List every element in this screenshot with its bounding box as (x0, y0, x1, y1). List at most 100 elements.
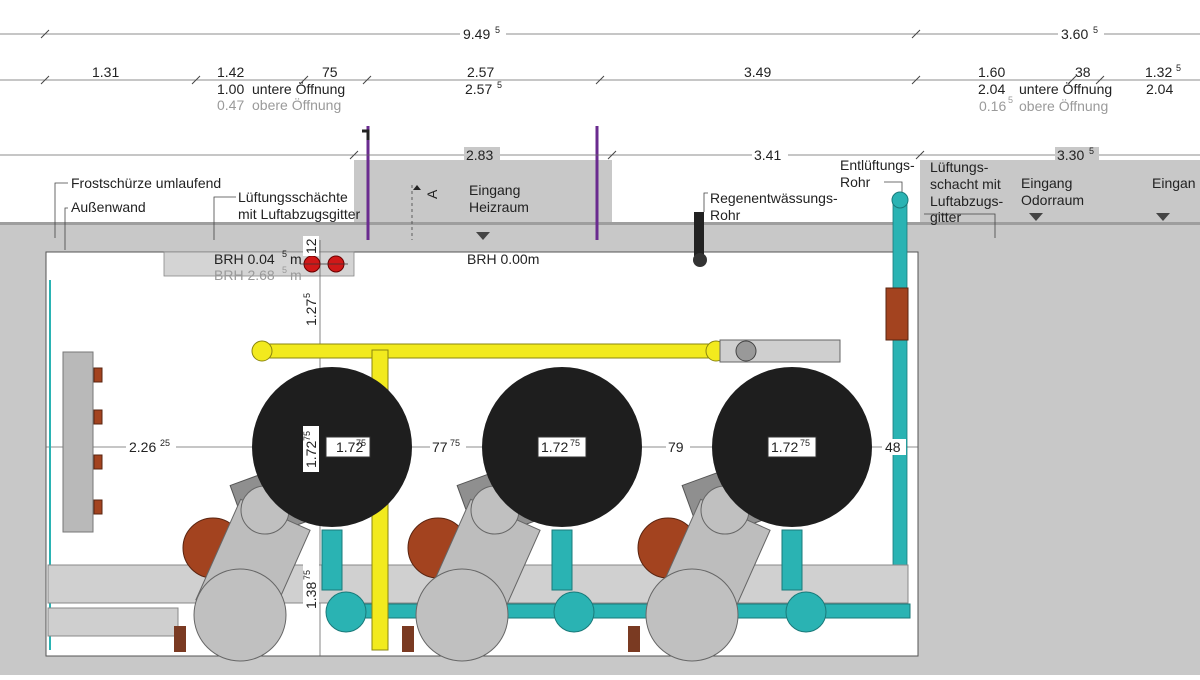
label-brh-2: BRH 2.68 (214, 267, 275, 283)
distributor-left (62, 351, 94, 533)
label-eingang-heizraum-2: Heizraum (469, 199, 529, 215)
dim-r2-2-grey-label: obere Öffnung (252, 96, 341, 113)
label-entlueftung-2: Rohr (840, 174, 871, 190)
boiler-unit-1 (182, 367, 412, 662)
dim-vert-bottom: 1.38 (303, 582, 319, 609)
door-marker (362, 129, 370, 140)
dim-r2-7: 38 (1075, 64, 1091, 80)
label-eingang-odor-2: Odorraum (1021, 192, 1084, 208)
label-regen-1: Regenentwässungs- (710, 190, 838, 206)
boiler-2-label-sup: 75 (570, 438, 580, 448)
dim-r2-3: 75 (322, 64, 338, 80)
label-lueftungsschacht-1: Lüftungs- (930, 159, 989, 175)
dim-r2-2: 1.42 (217, 64, 244, 80)
dim-boiler-height: 1.72 (303, 441, 319, 468)
label-entlueftung-1: Entlüftungs- (840, 157, 915, 173)
dim-total-right: 3.60 (1061, 26, 1088, 42)
dim-r2-5: 3.49 (744, 64, 771, 80)
dim-left-clear-sup: 25 (160, 438, 170, 448)
dim-total-left-sup: 5 (495, 25, 500, 35)
pump-bases (174, 626, 640, 652)
entrance-block (354, 160, 612, 224)
dim-r2-6: 1.60 (978, 64, 1005, 80)
label-brh-1-sup: 5 (282, 249, 287, 259)
dim-r2-6-grey-sup: 5 (1008, 95, 1013, 105)
dim-r3-2: 3.41 (754, 147, 781, 163)
rain-pipe-elbow (693, 253, 707, 267)
boiler-3-label-sup: 75 (800, 438, 810, 448)
dim-r2-2-sub-label: untere Öffnung (252, 80, 345, 97)
section-arrow (413, 185, 421, 190)
entrance-marker-right (1156, 213, 1170, 221)
boiler-1-label: 1.72 (336, 439, 363, 455)
entrance-marker-odor (1029, 213, 1043, 221)
label-regen-2: Rohr (710, 207, 741, 223)
label-aussenwand: Außenwand (71, 199, 146, 215)
label-eingang-right: Eingan (1152, 175, 1196, 191)
dimension-ticks (40, 29, 1105, 160)
callout-leaders (54, 181, 996, 250)
dim-total-right-sup: 5 (1093, 25, 1098, 35)
rain-pipe (694, 212, 704, 256)
dim-r2-2-sub: 1.00 (217, 81, 244, 97)
dim-r2-4-sub-sup: 5 (497, 80, 502, 90)
dim-gap-1: 77 (432, 439, 448, 455)
dim-left-clear: 2.26 (129, 439, 156, 455)
boiler-unit-2 (407, 367, 642, 662)
ground-line (0, 222, 1200, 225)
entrance-marker-heizraum (476, 232, 490, 240)
dim-vert-top-b: 1.27 (303, 299, 319, 326)
dim-r2-8-sub: 2.04 (1146, 81, 1173, 97)
label-brh-2-sup: 5 (282, 265, 287, 275)
dim-r2-6-sub-label: untere Öffnung (1019, 80, 1112, 97)
odor-room-block (920, 160, 1200, 224)
label-eingang-odor-1: Eingang (1021, 175, 1072, 191)
dim-vert-bottom-sup: 75 (302, 570, 312, 580)
burner-box-right (885, 287, 909, 341)
label-section-a: A (424, 189, 440, 199)
dim-r2-8-sup: 5 (1176, 63, 1181, 73)
dim-r2-6-sub: 2.04 (978, 81, 1005, 97)
dim-r3-3: 3.30 (1057, 147, 1084, 163)
dim-r3-1: 2.83 (466, 147, 493, 163)
label-lueftungsschacht-3: Luftabzugs- (930, 193, 1003, 209)
label-lueftungsschaechte-2: mit Luftabzugsgitter (238, 206, 361, 222)
boiler-unit-3 (637, 367, 872, 662)
distributor-valves (93, 367, 103, 515)
label-lueftungsschacht-2: schacht mit (930, 176, 1001, 192)
vent-pipe-top (891, 191, 909, 209)
dim-right-clear: 48 (885, 439, 901, 455)
vent-pipe (892, 197, 908, 619)
label-frostschuerze: Frostschürze umlaufend (71, 175, 221, 191)
dim-r2-8: 1.32 (1145, 64, 1172, 80)
dim-r2-4: 2.57 (467, 64, 494, 80)
dim-r3-3-sup: 5 (1089, 146, 1094, 156)
dim-vert-top-a: 12 (303, 238, 319, 254)
label-eingang-heizraum-1: Eingang (469, 182, 520, 198)
label-brh-1: BRH 0.04 (214, 251, 275, 267)
gas-pipe-main (257, 343, 721, 359)
dim-r2-2-grey: 0.47 (217, 97, 244, 113)
label-brh-0: BRH 0.00m (467, 251, 539, 267)
dim-r2-6-grey: 0.16 (979, 98, 1006, 114)
dim-gap-1-sup: 75 (450, 438, 460, 448)
dim-boiler-height-sup: 75 (302, 431, 312, 441)
dim-r2-1: 1.31 (92, 64, 119, 80)
boiler-1-label-sup: 75 (356, 438, 366, 448)
boiler-2-label: 1.72 (541, 439, 568, 455)
label-lueftungsschacht-4: gitter (930, 209, 961, 225)
gas-valve (735, 340, 757, 362)
gas-pipe-end-left (251, 340, 273, 362)
dim-vert-top-b-sup: 5 (302, 293, 312, 298)
boiler-3-label: 1.72 (771, 439, 798, 455)
bottom-left-pipe (47, 607, 179, 637)
label-brh-1-unit: m (290, 251, 302, 267)
dim-r2-6-grey-label: obere Öffnung (1019, 97, 1108, 114)
dim-total-left: 9.49 (463, 26, 490, 42)
label-brh-2-unit: m (290, 267, 302, 283)
dim-r2-4-sub: 2.57 (465, 81, 492, 97)
dim-gap-2: 79 (668, 439, 684, 455)
label-lueftungsschaechte-1: Lüftungsschächte (238, 189, 348, 205)
